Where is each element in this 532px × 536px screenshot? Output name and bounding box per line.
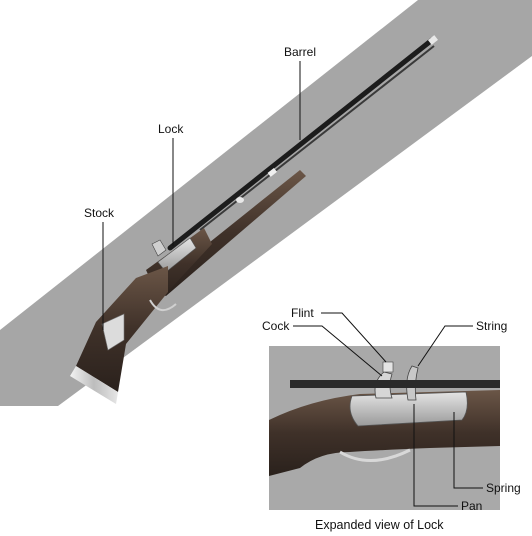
label-pan: Pan <box>461 499 482 513</box>
inset-flint <box>383 362 393 372</box>
label-barrel: Barrel <box>284 45 316 59</box>
label-flint: Flint <box>291 306 314 320</box>
main-photo <box>0 0 532 406</box>
label-spring: Spring <box>486 481 521 495</box>
label-string: String <box>476 319 507 333</box>
label-cock: Cock <box>262 319 290 333</box>
inset-photo <box>269 346 500 510</box>
label-lock: Lock <box>158 122 184 136</box>
inset-barrel <box>290 380 500 388</box>
stock-inlay <box>236 197 244 203</box>
label-stock: Stock <box>84 206 115 220</box>
inset-caption: Expanded view of Lock <box>315 518 444 532</box>
